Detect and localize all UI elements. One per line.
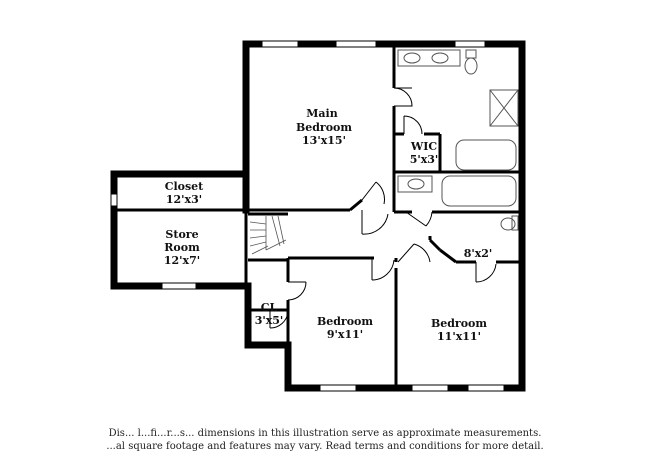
bath-fixtures <box>397 49 519 231</box>
room-labels: Main Bedroom 13'x15' WIC 5'x3' Closet 12… <box>164 107 492 343</box>
disclaimer-line-2: ...al square footage and features may va… <box>106 441 544 452</box>
store-room-dims: 12'x7' <box>164 254 200 267</box>
closet-small-dims: 8'x2' <box>464 247 493 260</box>
bedroom-left-dims: 9'x11' <box>327 328 363 341</box>
cl-name: CL <box>261 301 278 314</box>
closet-dims: 12'x3' <box>166 193 202 206</box>
store-room-name-2: Room <box>164 241 200 254</box>
disclaimer-line-1: Dis... l...fi...r...s... dimensions in t… <box>108 428 542 439</box>
bedroom-right-name: Bedroom <box>431 317 487 330</box>
bedroom-left-name: Bedroom <box>317 315 373 328</box>
main-bedroom-dims: 13'x15' <box>302 134 346 147</box>
cl-dims: 3'x5' <box>255 314 284 327</box>
wic-dims: 5'x3' <box>410 153 439 166</box>
bedroom-right-dims: 11'x11' <box>437 330 481 343</box>
staircase <box>249 215 287 255</box>
exterior-walls <box>110 40 526 392</box>
windows <box>110 40 505 392</box>
wic-name: WIC <box>410 140 437 153</box>
store-room-name-1: Store <box>165 228 198 241</box>
main-bedroom-name-2: Bedroom <box>296 121 352 134</box>
main-bedroom-name-1: Main <box>306 107 337 120</box>
interior-walls <box>114 44 522 388</box>
closet-name: Closet <box>165 180 204 193</box>
doors <box>269 87 497 329</box>
